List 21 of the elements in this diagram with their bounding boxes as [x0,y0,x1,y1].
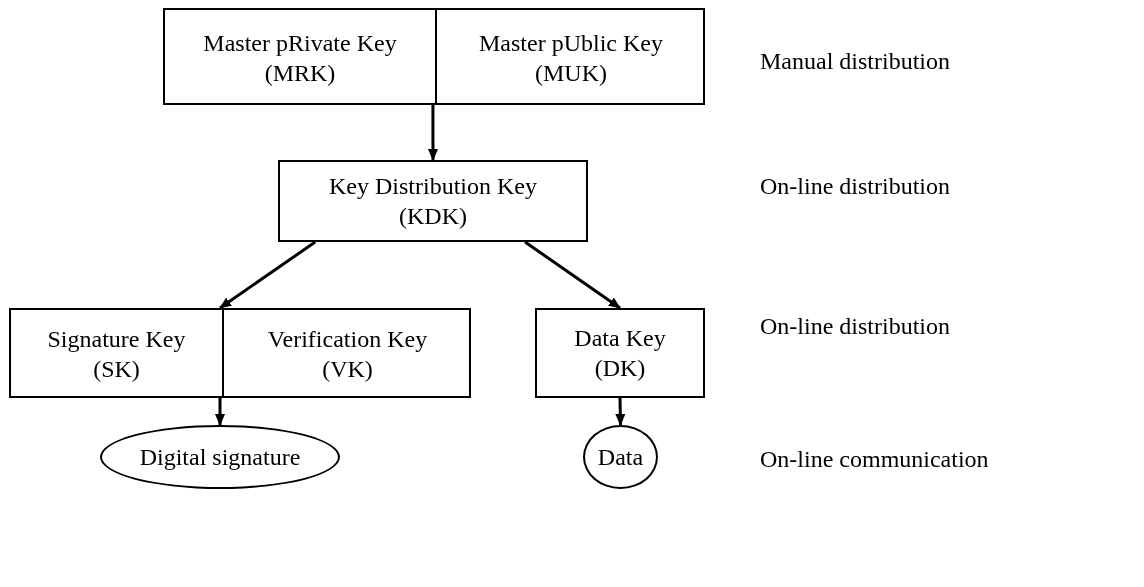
key-box [278,160,588,242]
key-box [535,308,705,398]
level-label: On-line distribution [760,172,950,201]
level-label: Manual distribution [760,47,950,76]
arrow [615,397,626,426]
split-box [9,308,471,398]
node-label: Digital signature [139,443,301,472]
level-label: On-line communication [760,445,989,474]
node-label: Master pUblic Key (MUK) [478,28,664,88]
node-label: Data Key (DK) [573,324,667,383]
level-label: On-line distribution [760,312,950,341]
arrow [215,398,225,426]
node-label: Signature Key (SK) [46,325,187,384]
arrow [219,240,317,310]
node-label: Master pRivate Key (MRK) [202,28,398,88]
arrow [428,105,438,161]
split-box [163,8,705,105]
node-label: Data [597,443,644,472]
node-label: Verification Key (VK) [266,325,429,384]
arrow [524,240,621,310]
node-label: Key Distribution Key (KDK) [328,172,538,231]
